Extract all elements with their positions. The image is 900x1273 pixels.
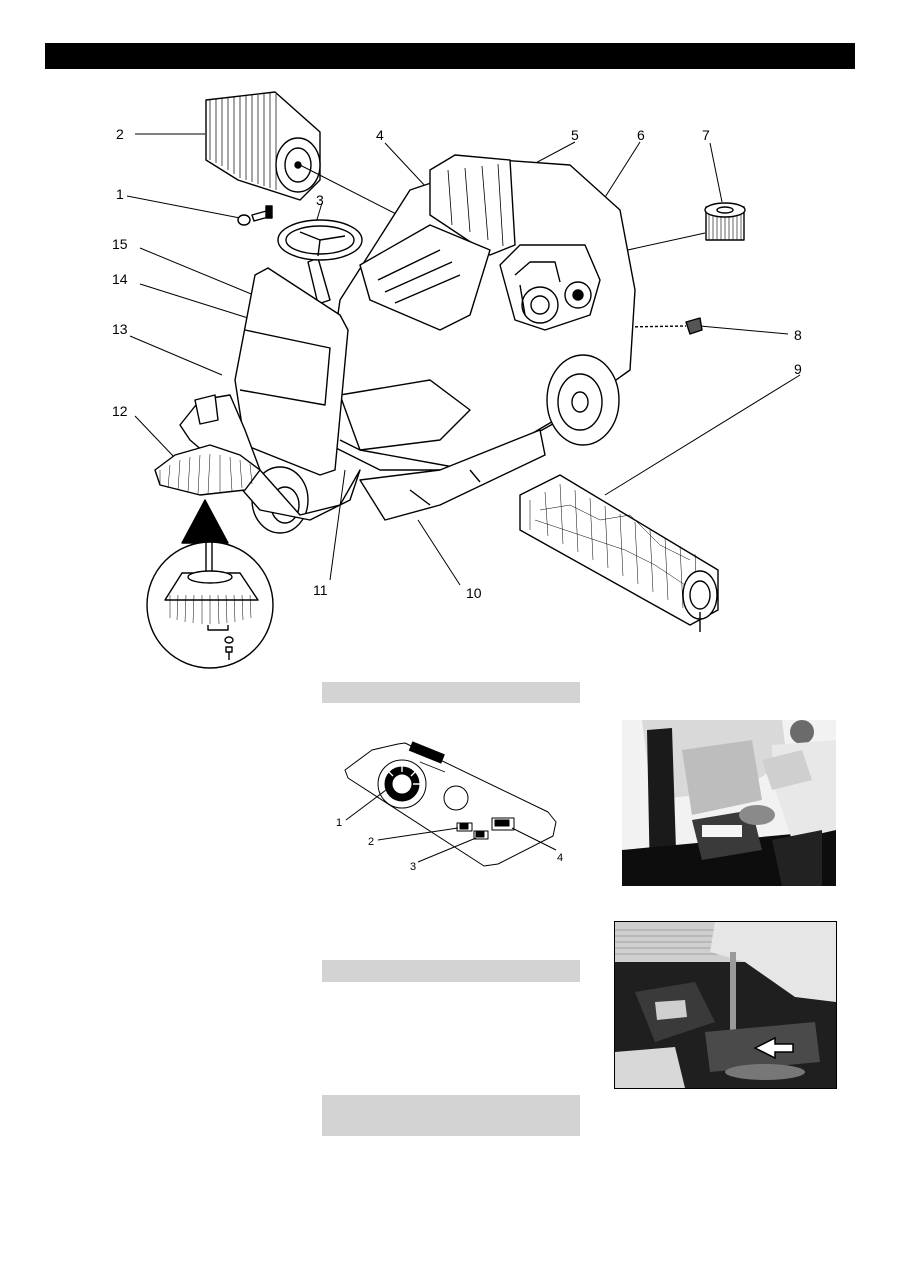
callout-4: 4 [376,127,384,143]
callout-6: 6 [637,127,645,143]
callout-11: 11 [313,582,328,598]
header-bar [45,43,855,69]
callout-1: 1 [116,186,124,202]
ignition-key [237,205,273,226]
callout-12: 12 [112,403,128,419]
callout-7: 7 [702,127,710,143]
panel-callout-1: 1 [336,817,343,829]
panel-callout-4: 4 [557,852,564,864]
photo-dipstick-check [614,921,837,1089]
control-panel-diagram [344,741,557,867]
callout-9: 9 [794,361,802,377]
section-heading-bar [322,1095,580,1136]
sweeper-body [154,154,636,534]
section-heading-bar [322,682,580,703]
callout-8: 8 [794,327,802,343]
callout-15: 15 [112,236,128,252]
callout-13: 13 [112,321,128,337]
panel-callout-3: 3 [410,861,417,873]
panel-callout-2: 2 [368,836,375,848]
callout-14: 14 [112,271,128,287]
callout-3: 3 [316,192,324,208]
main-roller-brush-top [205,91,321,201]
callout-5: 5 [571,127,579,143]
callout-2: 2 [116,126,124,142]
sweeper-exploded-diagram [126,91,801,669]
section-heading-bar [322,960,580,982]
air-filter [704,202,746,241]
photo-opening-engine-cover [622,720,836,886]
side-brush-detail-inset [146,499,274,669]
callout-10: 10 [466,585,482,601]
main-roller-brush-bottom [519,474,719,632]
